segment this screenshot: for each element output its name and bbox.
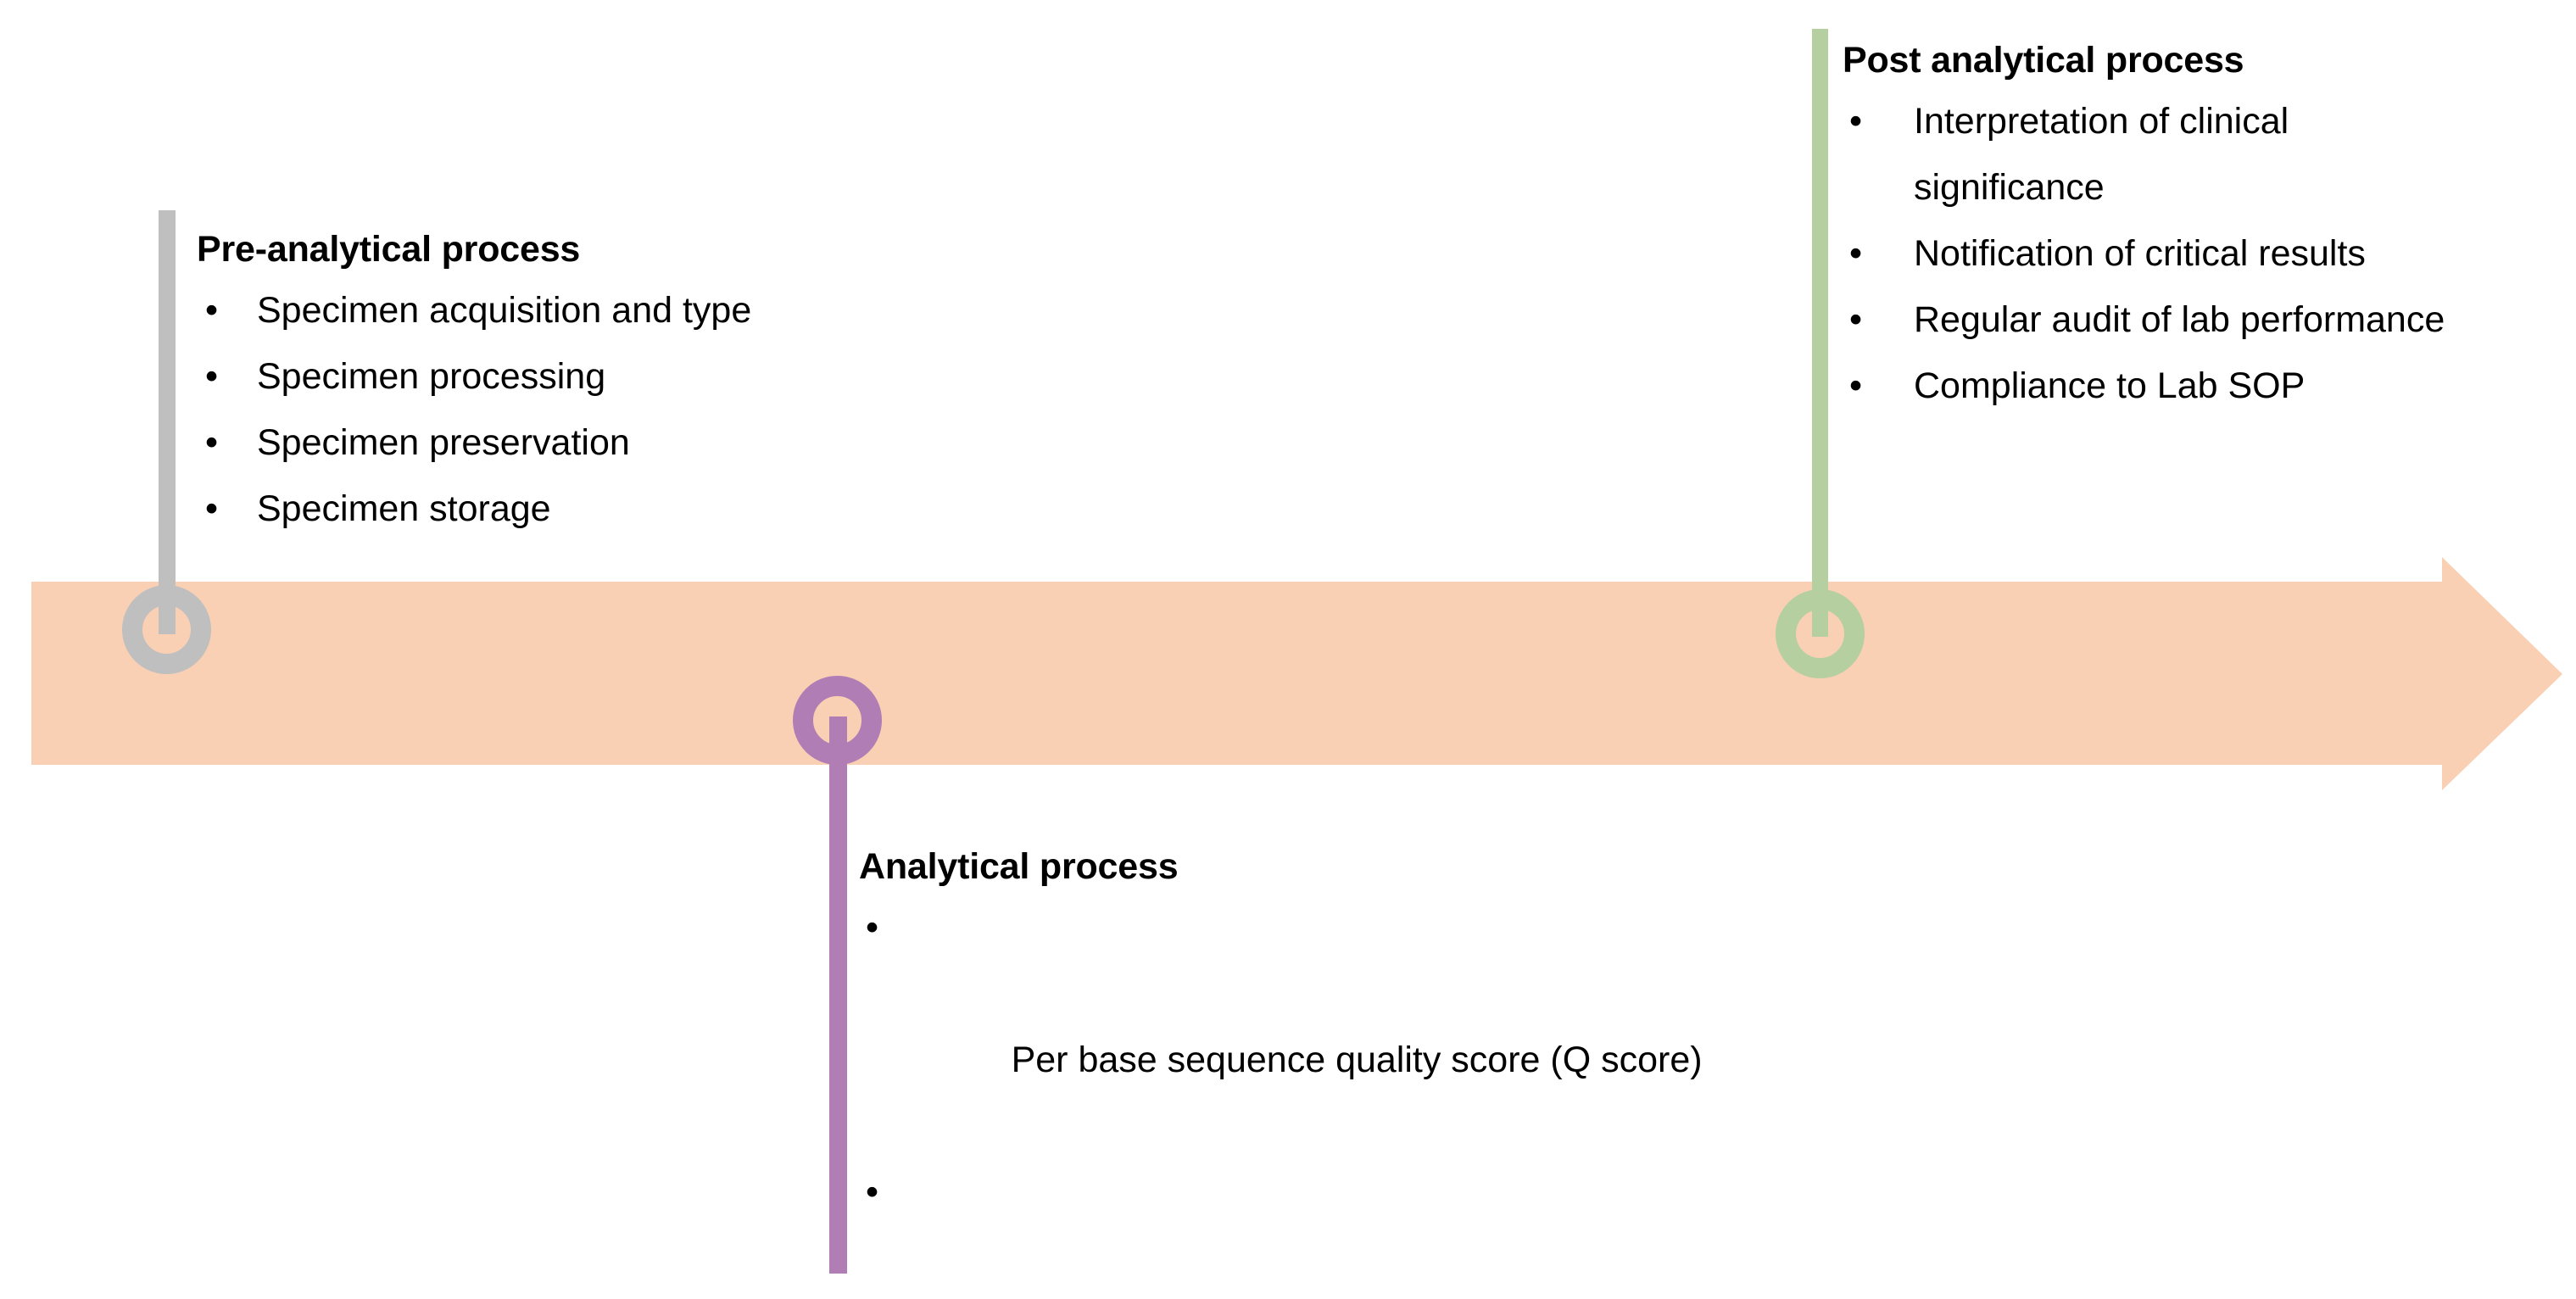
list-item: • Specimen storage [197, 476, 960, 542]
list-item-label: Specimen processing [257, 356, 606, 397]
list-item: • Regular audit of lab performance [1843, 287, 2453, 353]
list-item: • Compliance to Lab SOP [1843, 353, 2453, 419]
milestone-title-pre-analytical: Pre-analytical process [197, 229, 581, 270]
bullet-icon: • [205, 488, 219, 529]
bullet-icon: • [1849, 233, 1863, 274]
list-item: • Specimen processing [197, 343, 960, 410]
list-item: • Specimen preservation [197, 410, 960, 476]
list-item: • Per base sequence quality score (Q sco… [859, 895, 2046, 1159]
milestone-label-analytical: Analytical process • Per base sequence q… [859, 845, 2046, 1299]
milestone-title-post-analytical: Post analytical process [1843, 40, 2244, 81]
list-item-label: Notification of critical results [1914, 233, 2366, 274]
marker-stem-pre-analytical [159, 210, 176, 634]
bullet-icon: • [205, 356, 219, 397]
milestone-label-pre-analytical: Pre-analytical process • Specimen acquis… [197, 227, 960, 542]
bullet-icon: • [205, 422, 219, 463]
marker-stem-analytical [829, 716, 847, 1274]
bullet-icon: • [1849, 365, 1863, 406]
bullet-icon: • [866, 907, 879, 948]
list-item: • Notification of critical results [1843, 220, 2453, 287]
list-item-label: Interpretation of clinical significance [1914, 101, 2289, 208]
list-item-label: Regular audit of lab performance [1914, 299, 2445, 340]
list-item: • Quantity of reads + depth of coverage [859, 1159, 2046, 1299]
milestone-bullets-pre-analytical: • Specimen acquisition and type • Specim… [197, 277, 960, 542]
list-item-label: Specimen acquisition and type [257, 290, 752, 331]
list-item-label: Specimen preservation [257, 422, 630, 463]
bullet-icon: • [205, 290, 219, 331]
arrow-shape [31, 557, 2562, 790]
milestone-title-analytical: Analytical process [859, 846, 1179, 887]
marker-ring-post-analytical [1776, 589, 1865, 678]
milestone-label-post-analytical: Post analytical process • Interpretation… [1843, 38, 2453, 419]
marker-stem-post-analytical [1812, 29, 1828, 637]
bullet-icon: • [866, 1172, 879, 1213]
marker-ring-pre-analytical [122, 585, 211, 674]
list-item: • Specimen acquisition and type [197, 277, 960, 343]
bullet-icon: • [1849, 101, 1863, 142]
bullet-icon: • [1849, 299, 1863, 340]
list-item-label: Compliance to Lab SOP [1914, 365, 2306, 406]
milestone-bullets-analytical: • Per base sequence quality score (Q sco… [859, 895, 2046, 1299]
list-item-label: Per base sequence quality score (Q score… [1011, 1040, 1703, 1080]
list-item: • Interpretation of clinical significanc… [1843, 88, 2453, 220]
milestone-bullets-post-analytical: • Interpretation of clinical significanc… [1843, 88, 2453, 419]
marker-ring-analytical [793, 676, 882, 765]
list-item-label: Specimen storage [257, 488, 551, 529]
